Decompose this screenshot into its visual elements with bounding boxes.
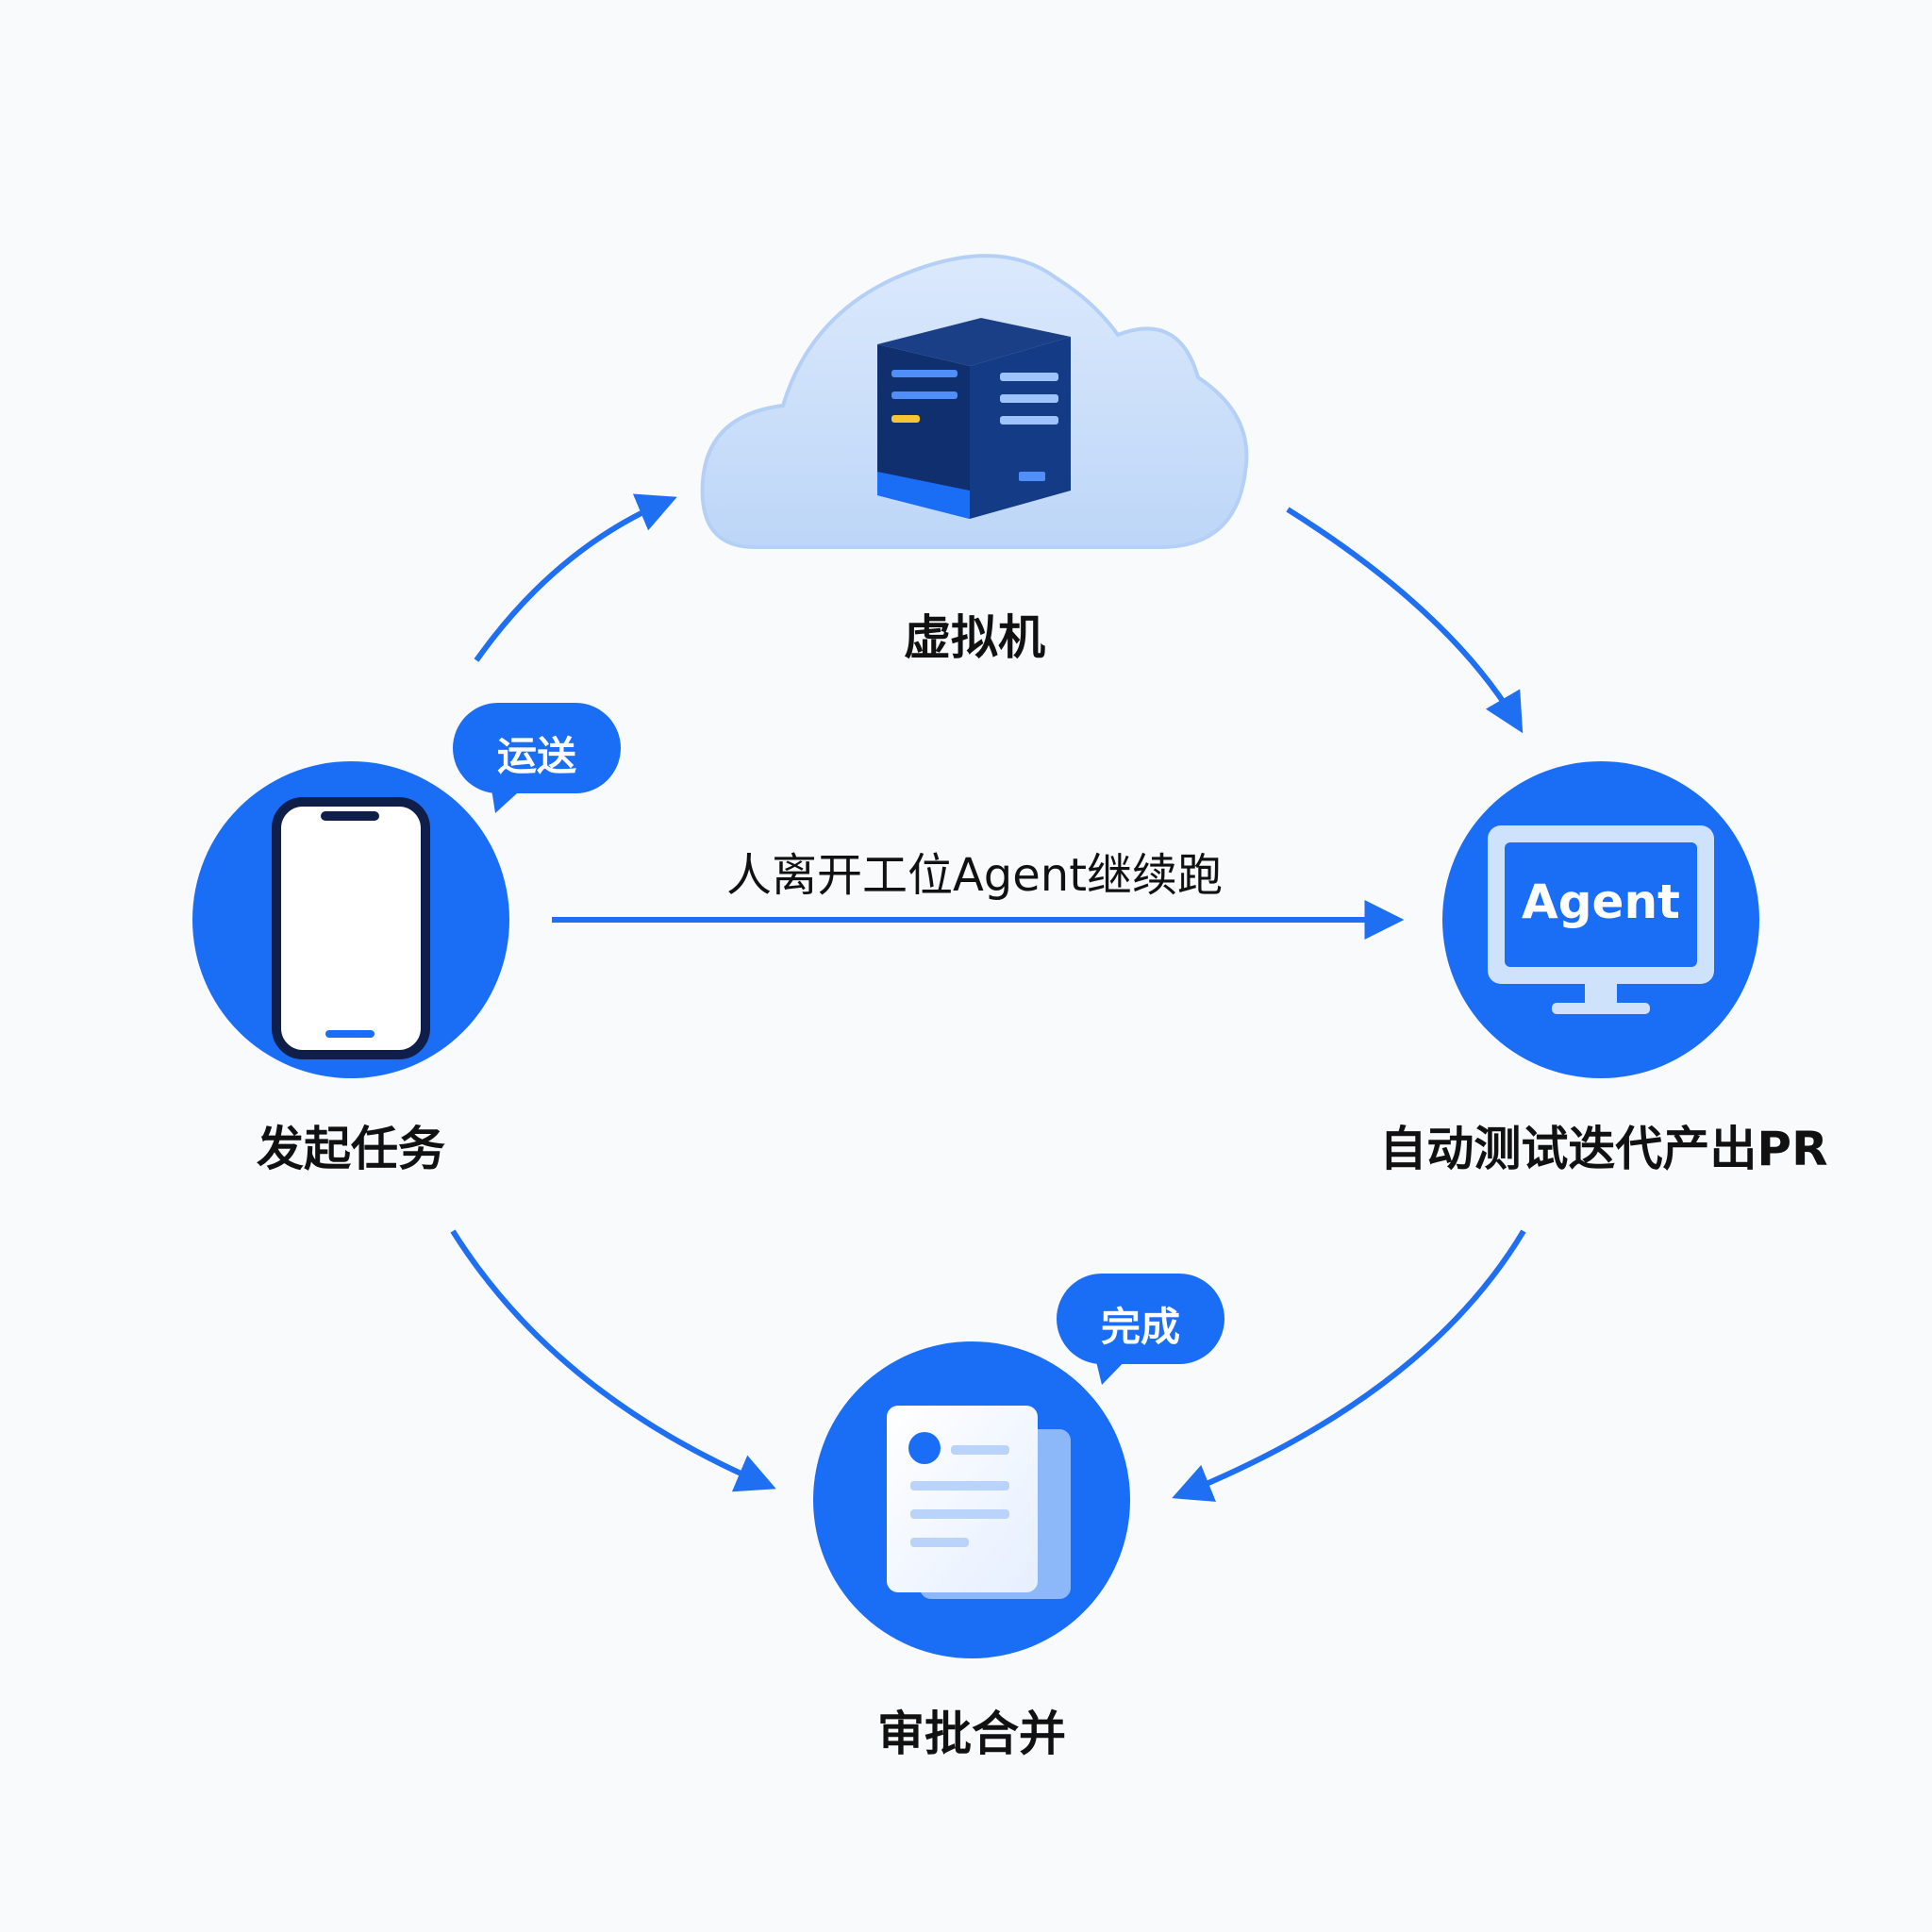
server-line	[891, 391, 958, 399]
server-front	[877, 344, 970, 519]
document-icon	[813, 1341, 1130, 1658]
doc-avatar-dot	[908, 1432, 941, 1464]
server-led	[1019, 472, 1045, 481]
doc-front-page	[887, 1406, 1038, 1592]
smartphone-icon	[192, 761, 509, 1078]
start-label: 发起任务	[257, 1122, 445, 1176]
cloud-server-icon	[700, 254, 1249, 549]
monitor-screen-text: Agent	[1522, 874, 1680, 929]
server-top	[877, 318, 1071, 366]
vm-label: 虚拟机	[904, 610, 1045, 665]
doc-line	[910, 1538, 969, 1547]
done-bubble-text: 完成	[1100, 1304, 1181, 1350]
server-line	[891, 370, 958, 377]
arrow-start-to-review	[450, 1229, 776, 1492]
server-line	[1000, 373, 1058, 381]
agent-label: 自动测试迭代产出PR	[1379, 1122, 1828, 1176]
arrow-vm-to-agent	[1286, 507, 1524, 734]
monitor-neck	[1585, 984, 1617, 1005]
doc-line	[951, 1445, 1009, 1455]
server-line	[891, 415, 920, 423]
doc-line	[910, 1509, 1009, 1519]
doc-line	[910, 1481, 1009, 1491]
arrow-start-to-vm	[474, 493, 677, 662]
server-line	[1000, 416, 1058, 425]
server-base-stripe	[877, 472, 970, 519]
monitor-base	[1552, 1003, 1650, 1014]
done-bubble	[1057, 1274, 1224, 1385]
center-caption: 人离开工位Agent继续跑	[725, 849, 1224, 902]
phone-home-bar	[325, 1030, 375, 1038]
server-side	[970, 337, 1071, 519]
arrow-agent-to-review	[1172, 1229, 1526, 1502]
deliver-bubble	[453, 703, 621, 813]
deliver-bubble-text: 运送	[496, 733, 577, 779]
review-label: 审批合并	[877, 1707, 1066, 1761]
monitor-icon	[1442, 761, 1759, 1078]
phone-body	[272, 797, 430, 1059]
phone-notch	[321, 811, 379, 821]
server-line	[1000, 394, 1058, 403]
monitor-screen	[1505, 842, 1697, 967]
